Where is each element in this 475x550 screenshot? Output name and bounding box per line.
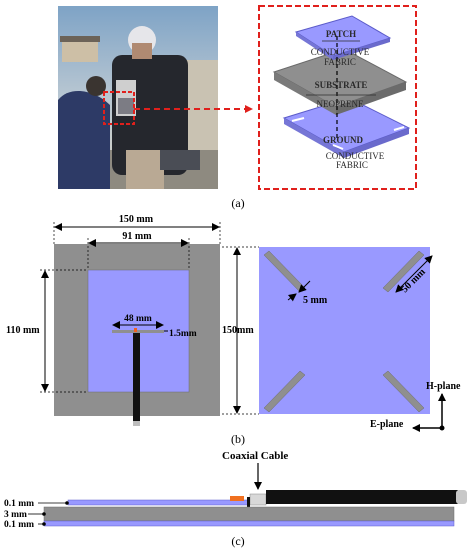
label-5mm: 5 mm [303,295,328,306]
ground-material-line2: FABRIC [336,160,368,170]
photo [58,6,218,189]
dim-slot-width-2 [287,293,297,302]
feed-line [112,330,164,333]
cross-section-pin [247,497,250,510]
cross-section-feed [230,496,244,501]
label-3mm: 3 mm [4,510,27,520]
cross-section-patch [67,499,249,506]
patch-layer [294,15,392,60]
label-0-1mm-top: 0.1 mm [4,499,34,509]
substrate-title: SUBSTRATE [315,80,368,90]
cross-section-ground [43,520,455,527]
feed-connector [133,421,140,426]
patch-title: PATCH [326,29,356,39]
ground-material-line1: CONDUCTIVE [326,151,385,161]
feed-cable [133,333,140,422]
layers-frame [258,5,417,190]
label-h-plane: H-plane [426,381,461,392]
leader-dot [65,501,69,505]
label-1-5mm: 1.5mm [169,329,197,339]
caption-a: (a) [231,196,244,210]
caption-c: (c) [231,534,244,548]
leader-dot [42,522,46,526]
label-150mm-height: 150mm [222,325,254,336]
label-e-plane: E-plane [370,419,404,430]
caption-b: (b) [231,432,245,446]
label-coaxial-cable: Coaxial Cable [222,450,288,462]
patch-material-line2: FABRIC [324,57,356,67]
cross-section-substrate [43,506,455,522]
label-150mm-width: 150 mm [119,214,154,225]
feed-point [134,328,137,332]
label-91mm: 91 mm [122,231,152,242]
leader-dot [42,512,46,516]
dim-slot-length [395,255,433,293]
cross-section-connector [249,493,267,506]
patch-material-line1: CONDUCTIVE [311,47,370,57]
ground-layer [282,97,411,158]
axis-origin [439,425,445,431]
cross-section-cable-end [456,490,467,504]
label-110mm: 110 mm [6,325,40,336]
cross-section-cable [266,490,458,504]
substrate-material: NEOPRENE [317,99,365,109]
label-0-1mm-bottom: 0.1 mm [4,520,34,530]
dim-slot-width [298,280,311,293]
label-48mm: 48 mm [124,314,152,324]
ground-title: GROUND [323,135,363,145]
